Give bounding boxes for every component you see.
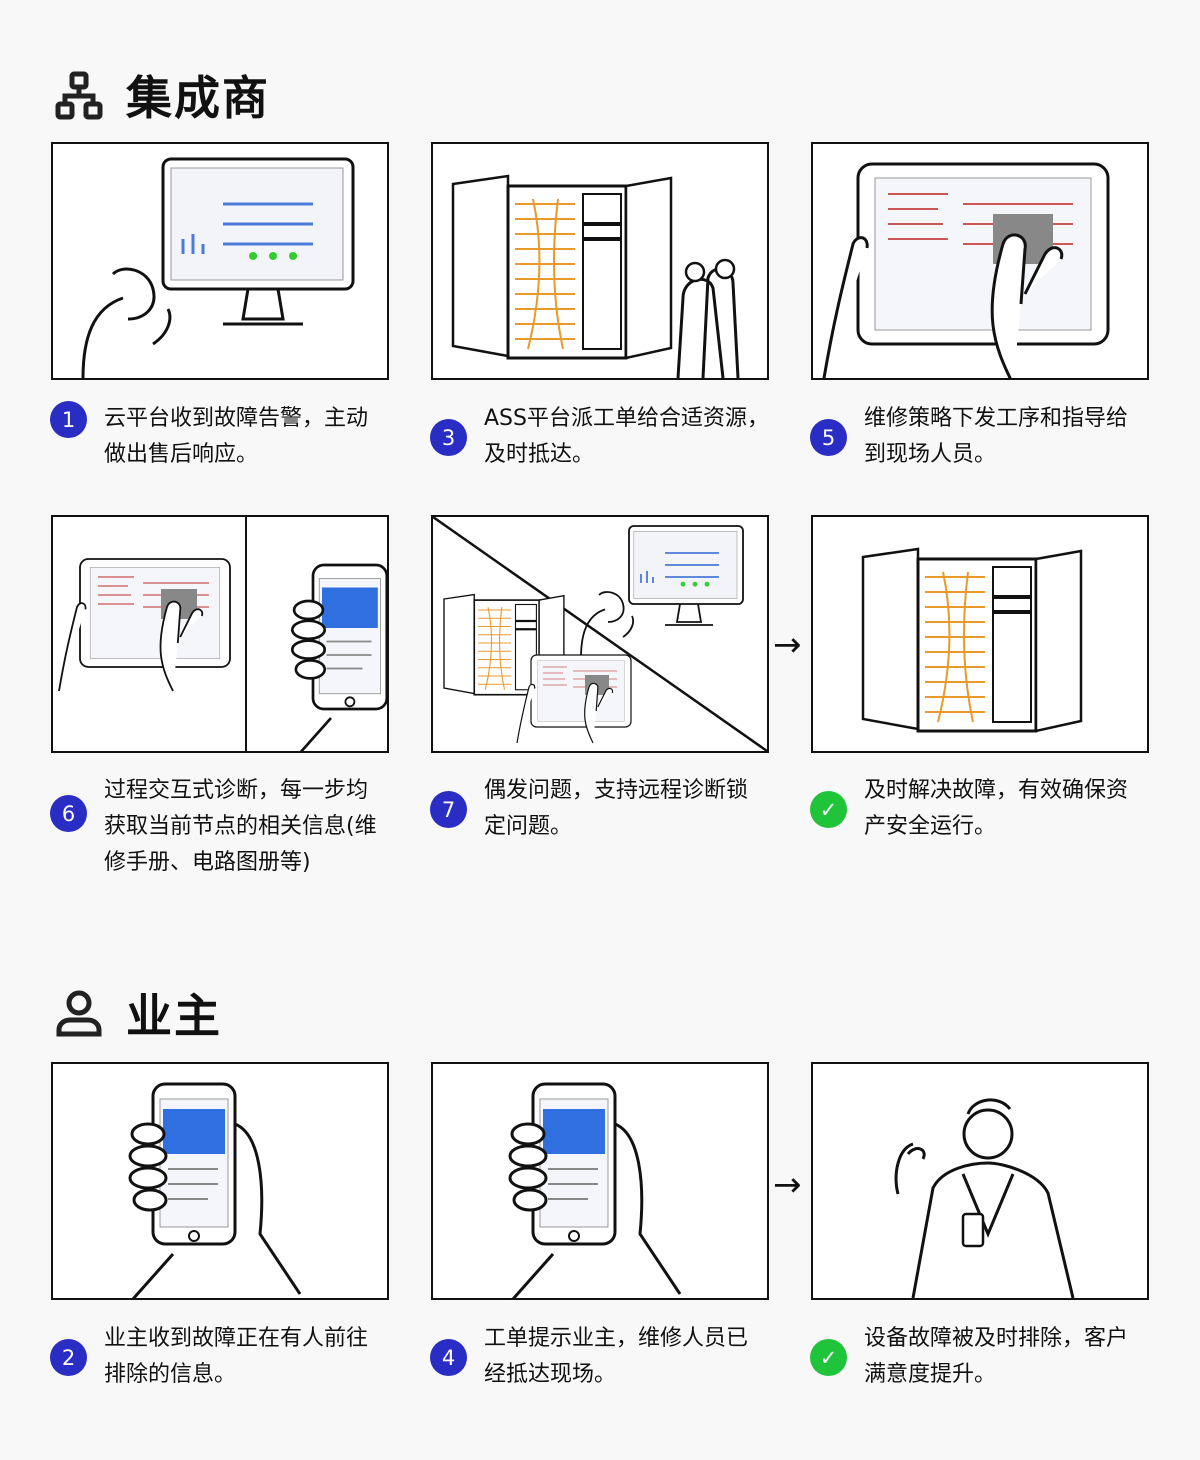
step-text: 偶发问题，支持远程诊断锁定问题。 (484, 778, 749, 839)
check-icon: ✓ (810, 1339, 847, 1376)
step-caption: ✓ 及时解决故障，有效确保资产安全运行。 (810, 773, 1150, 845)
user-icon (56, 990, 102, 1037)
step-caption: 5 维修策略下发工序和指导给到现场人员。 (810, 401, 1150, 473)
step-badge: 6 (50, 795, 87, 832)
step-text: 云平台收到故障告警，主动做出售后响应。 (104, 406, 369, 467)
illustration-happy-customer (811, 1062, 1149, 1300)
step-caption: 4 工单提示业主，维修人员已经抵达现场。 (430, 1321, 770, 1393)
step-text: ASS平台派工单给合适资源，及时抵达。 (484, 406, 769, 467)
section-title: 业主 (126, 989, 222, 1043)
step-text: 工单提示业主，维修人员已经抵达现场。 (484, 1326, 749, 1387)
section-title: 集成商 (126, 71, 270, 125)
step-caption: 7 偶发问题，支持远程诊断锁定问题。 (430, 773, 770, 845)
step-text: 过程交互式诊断，每一步均获取当前节点的相关信息(维修手册、电路图册等) (104, 778, 377, 875)
step-caption: 1 云平台收到故障告警，主动做出售后响应。 (50, 401, 390, 473)
step-caption: ✓ 设备故障被及时排除，客户满意度提升。 (810, 1321, 1150, 1393)
step-caption: 6 过程交互式诊断，每一步均获取当前节点的相关信息(维修手册、电路图册等) (50, 773, 390, 881)
section-heading-owner: 业主 (54, 980, 222, 1046)
illustration-phone-in-hand (51, 1062, 389, 1300)
illustration-cabinet-with-technicians (431, 142, 769, 380)
illustration-tablet-and-phone (51, 515, 389, 753)
illustration-open-cabinet (811, 515, 1149, 753)
check-icon: ✓ (810, 791, 847, 828)
illustration-remote-diagnosis (431, 515, 769, 753)
illustration-hands-on-tablet (811, 142, 1149, 380)
arrow-icon: → (773, 625, 802, 665)
illustration-person-at-monitor (51, 142, 389, 380)
step-badge: 5 (810, 419, 847, 456)
step-caption: 2 业主收到故障正在有人前往排除的信息。 (50, 1321, 390, 1393)
step-badge: 3 (430, 419, 467, 456)
step-text: 及时解决故障，有效确保资产安全运行。 (864, 778, 1129, 839)
network-hierarchy-icon (55, 71, 103, 120)
step-badge: 4 (430, 1339, 467, 1376)
section-heading-integrator: 集成商 (54, 62, 270, 128)
step-badge: 2 (50, 1339, 87, 1376)
illustration-phone-in-hand (431, 1062, 769, 1300)
step-badge: 1 (50, 401, 87, 438)
step-text: 设备故障被及时排除，客户满意度提升。 (864, 1326, 1129, 1387)
step-text: 维修策略下发工序和指导给到现场人员。 (864, 406, 1129, 467)
step-text: 业主收到故障正在有人前往排除的信息。 (104, 1326, 369, 1387)
arrow-icon: → (773, 1165, 802, 1205)
step-badge: 7 (430, 791, 467, 828)
step-caption: 3 ASS平台派工单给合适资源，及时抵达。 (430, 401, 770, 473)
